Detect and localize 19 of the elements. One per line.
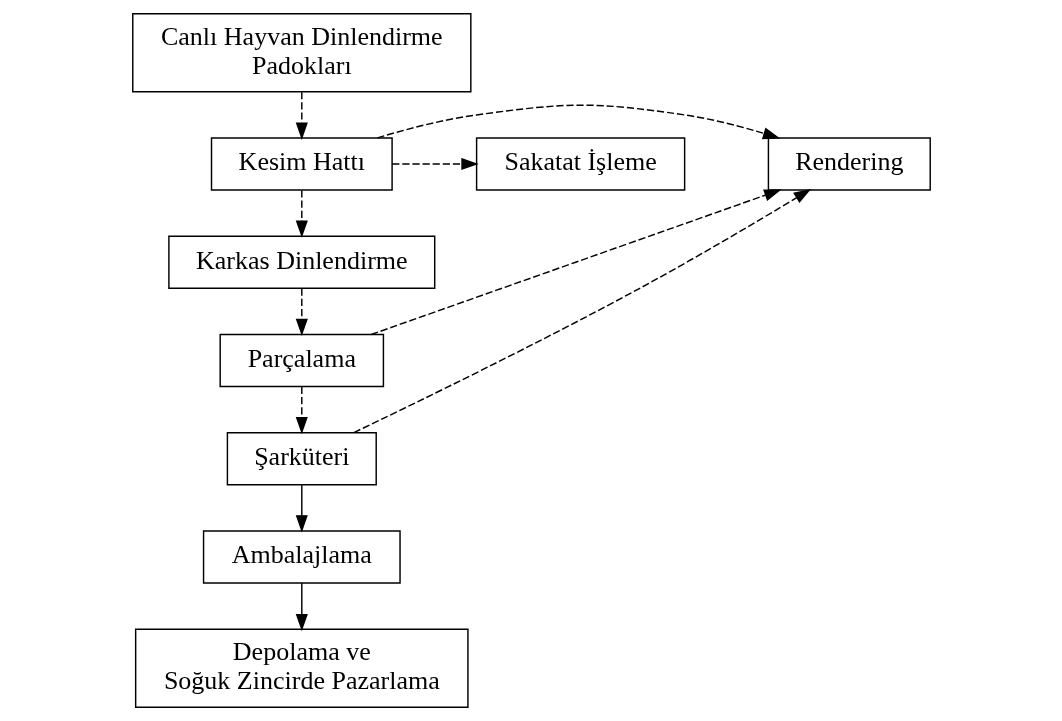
arrow	[376, 104, 780, 140]
arrow	[295, 189, 308, 238]
arrow	[295, 582, 308, 632]
arrow	[352, 188, 811, 434]
arrow	[390, 157, 479, 171]
node-box: Canlı Hayvan Dinlendirme Padokları	[131, 13, 472, 93]
arrow	[370, 189, 781, 336]
arrow	[295, 288, 308, 337]
arrow	[295, 91, 308, 140]
node-box: Karkas Dinlendirme	[167, 235, 435, 289]
node-box: Şarküteri	[226, 432, 377, 486]
arrow	[295, 484, 308, 533]
node-box: Rendering	[767, 137, 931, 191]
arrow	[295, 386, 308, 435]
node-box: Depolama ve Soğuk Zincirde Pazarlama	[134, 628, 469, 708]
node-box: Parçalama	[218, 333, 384, 388]
node-box: Ambalajlama	[202, 530, 401, 584]
node-box: Kesim Hattı	[210, 137, 393, 191]
node-box: Sakatat İşleme	[475, 137, 685, 191]
